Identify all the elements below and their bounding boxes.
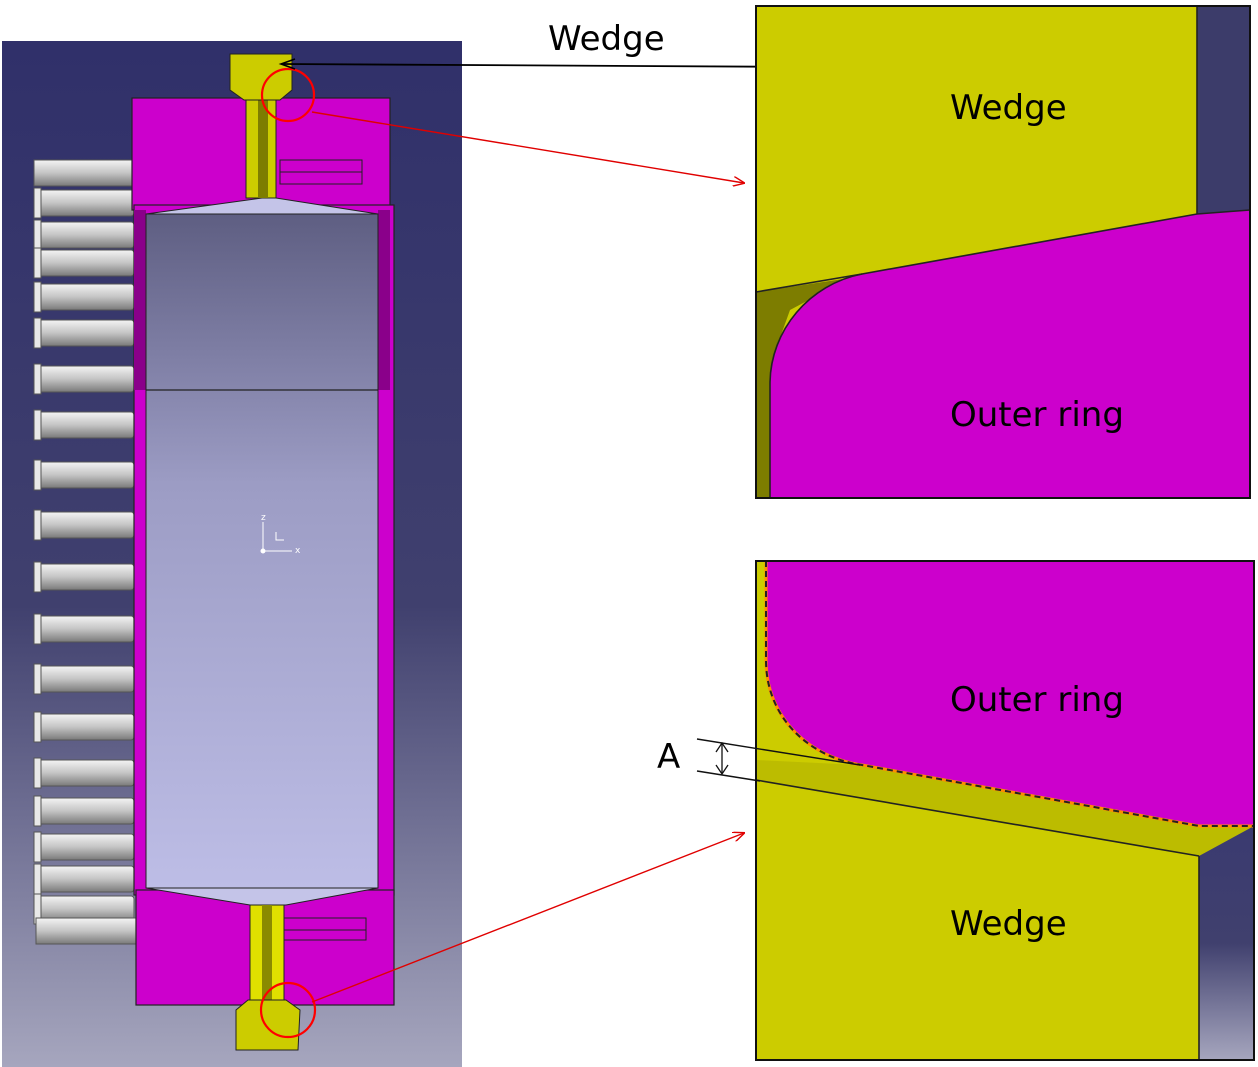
pin	[33, 365, 135, 393]
pin	[33, 511, 135, 539]
bottom-detail-frame	[755, 560, 1255, 1061]
pin-head	[33, 281, 42, 313]
top-detail-wedge-dark-sliver	[756, 278, 850, 498]
pin-head	[33, 757, 42, 789]
pin-head	[33, 317, 42, 349]
pin	[33, 759, 135, 787]
bottom-detail-leader-arrow	[311, 833, 744, 1003]
pin-head	[33, 187, 42, 219]
pin-stack	[33, 187, 135, 925]
bottom-detail-gap-region	[756, 760, 1254, 856]
bottom-callout-circle	[259, 981, 317, 1039]
outer-ring-left-dark-edge	[134, 210, 146, 390]
wedge-double-arrow-left-head	[278, 58, 296, 70]
pin-head	[33, 561, 42, 593]
outer-ring-right-dark-edge	[378, 210, 390, 390]
axis-triad-z-label: z	[261, 513, 266, 523]
pin	[33, 665, 135, 693]
top-callout-circle	[260, 67, 316, 123]
bottom-flange-slot	[281, 917, 367, 941]
bottom-detail-wedge-edge	[756, 779, 1200, 857]
axis-triad	[260, 522, 292, 554]
pin-head	[33, 831, 42, 863]
pin	[33, 319, 135, 347]
pin	[33, 797, 135, 825]
top-wedge-shaft-dark	[258, 98, 268, 198]
pin-head	[33, 795, 42, 827]
top-detail-leader-arrow	[311, 111, 744, 183]
pin-head	[33, 663, 42, 695]
gap-marker-label: A	[657, 737, 680, 777]
pin	[33, 189, 135, 217]
bottom-detail-panel	[756, 561, 1254, 1060]
bottom-wedge-head	[235, 999, 301, 1051]
pin-head	[33, 363, 42, 395]
top-detail-frame	[755, 5, 1251, 499]
inner-drum-bottom-cap	[145, 887, 379, 906]
pin-head	[33, 247, 42, 279]
gap-extension-line-lower	[696, 770, 761, 782]
pin	[33, 833, 135, 861]
pin	[33, 563, 135, 591]
cad-assembly-view: z x	[2, 41, 462, 1067]
pin-head	[33, 409, 42, 441]
top-detail-panel	[756, 6, 1250, 498]
bottom-detail-wedge-label: Wedge	[950, 904, 1067, 944]
pin-head	[33, 711, 42, 743]
bottom-wedge-shaft-dark	[262, 905, 272, 1005]
pin-head	[33, 219, 42, 251]
top-wedge-head	[229, 53, 293, 101]
pin-head	[33, 509, 42, 541]
axis-triad-x-label: x	[295, 546, 301, 556]
pin	[33, 865, 135, 893]
pin	[33, 615, 135, 643]
bottom-detail-background-strip	[1199, 826, 1254, 1060]
pin	[33, 713, 135, 741]
top-detail-outer-ring-label: Outer ring	[950, 395, 1124, 435]
bottom-detail-outer-ring-label: Outer ring	[950, 680, 1124, 720]
pin	[33, 221, 135, 249]
pin-head	[33, 459, 42, 491]
top-detail-wedge-label: Wedge	[950, 88, 1067, 128]
pin	[33, 283, 135, 311]
bottom-detail-outer-ring	[766, 561, 1254, 826]
pin-head	[33, 863, 42, 895]
top-detail-background-strip	[1197, 6, 1250, 214]
gap-extension-line-upper	[696, 738, 861, 766]
gap-dimension-arrow	[715, 741, 729, 776]
top-wedge-callout-label: Wedge	[548, 19, 665, 59]
wedge-double-arrow	[282, 64, 816, 67]
pin	[33, 249, 135, 277]
pin	[33, 461, 135, 489]
pin-head	[33, 613, 42, 645]
pin	[33, 411, 135, 439]
